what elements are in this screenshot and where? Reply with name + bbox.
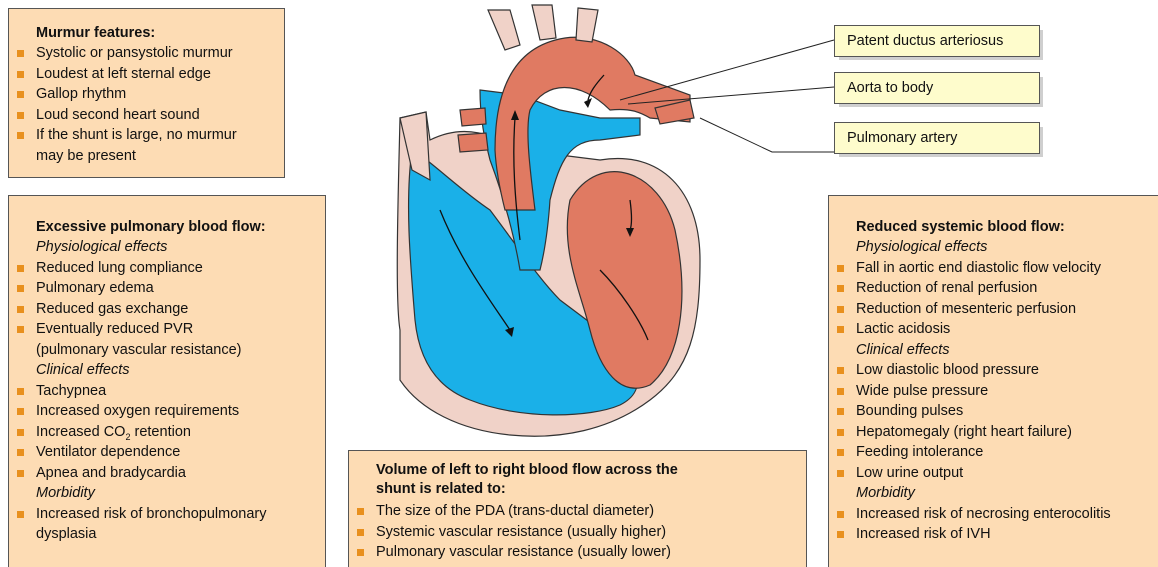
list-item: Feeding intolerance xyxy=(829,442,1158,463)
label-patent-ductus-arteriosus: Patent ductus arteriosus xyxy=(834,25,1040,57)
systemic-physio-label: Physiological effects xyxy=(829,237,1158,258)
list-item-line: (pulmonary vascular resistance) xyxy=(36,340,325,361)
list-item: Bounding pulses xyxy=(829,401,1158,422)
list-item: Tachypnea xyxy=(9,381,325,402)
pulmonary-physio-list: Reduced lung compliance Pulmonary edema … xyxy=(9,258,325,361)
list-item: Loud second heart sound xyxy=(9,105,284,126)
pulmonary-clinical-label: Clinical effects xyxy=(9,360,325,381)
list-item: Eventually reduced PVR (pulmonary vascula… xyxy=(9,319,325,360)
list-item: Increased risk of bronchopulmonary dyspla… xyxy=(9,504,325,545)
list-item: Ventilator dependence xyxy=(9,442,325,463)
systemic-physio-list: Fall in aortic end diastolic flow veloci… xyxy=(829,258,1158,340)
heart-diagram xyxy=(370,0,840,440)
shunt-volume-list: The size of the PDA (trans-ductal diamet… xyxy=(349,501,806,563)
pulmonary-morbidity-label: Morbidity xyxy=(9,483,325,504)
list-item: Pulmonary edema xyxy=(9,278,325,299)
list-item-line: If the shunt is large, no murmur xyxy=(36,127,237,143)
list-item-line: Eventually reduced PVR xyxy=(36,321,193,337)
systemic-flow-title: Reduced systemic blood flow: xyxy=(829,218,1158,237)
list-item: Increased CO2 retention xyxy=(9,422,325,443)
pulmonary-flow-box: Excessive pulmonary blood flow: Physiolo… xyxy=(8,195,326,567)
list-item: Increased oxygen requirements xyxy=(9,401,325,422)
list-item: Reduction of mesenteric perfusion xyxy=(829,299,1158,320)
list-item: Increased risk of necrosing enterocoliti… xyxy=(829,504,1158,525)
murmur-features-box: Murmur features: Systolic or pansystolic… xyxy=(8,8,285,178)
systemic-morbidity-list: Increased risk of necrosing enterocoliti… xyxy=(829,504,1158,545)
pulmonary-clinical-list: Tachypnea Increased oxygen requirements … xyxy=(9,381,325,484)
systemic-clinical-list: Low diastolic blood pressure Wide pulse … xyxy=(829,360,1158,483)
list-item: Pulmonary vascular resistance (usually l… xyxy=(349,542,806,563)
list-item: Gallop rhythm xyxy=(9,84,284,105)
list-item: Reduced gas exchange xyxy=(9,299,325,320)
murmur-features-list: Systolic or pansystolic murmur Loudest a… xyxy=(9,43,284,166)
list-item: Systemic vascular resistance (usually hi… xyxy=(349,522,806,543)
list-item: Wide pulse pressure xyxy=(829,381,1158,402)
label-aorta-to-body: Aorta to body xyxy=(834,72,1040,104)
list-item-line: dysplasia xyxy=(36,524,325,545)
list-item: If the shunt is large, no murmur may be p… xyxy=(9,125,284,166)
list-item: Reduction of renal perfusion xyxy=(829,278,1158,299)
list-item: Fall in aortic end diastolic flow veloci… xyxy=(829,258,1158,279)
list-item: Reduced lung compliance xyxy=(9,258,325,279)
shunt-volume-box: Volume of left to right blood flow acros… xyxy=(348,450,807,567)
shunt-volume-title-line2: shunt is related to: xyxy=(349,480,806,499)
list-item: Low urine output xyxy=(829,463,1158,484)
list-item: Hepatomegaly (right heart failure) xyxy=(829,422,1158,443)
list-item-line: may be present xyxy=(36,146,284,167)
co2-subscript: 2 xyxy=(125,431,130,441)
label-pulmonary-artery: Pulmonary artery xyxy=(834,122,1040,154)
list-item: Low diastolic blood pressure xyxy=(829,360,1158,381)
pulmonary-flow-title: Excessive pulmonary blood flow: xyxy=(9,218,325,237)
list-item: Loudest at left sternal edge xyxy=(9,64,284,85)
shunt-volume-title-line1: Volume of left to right blood flow acros… xyxy=(349,461,806,480)
list-item: Increased risk of IVH xyxy=(829,524,1158,545)
list-item: Systolic or pansystolic murmur xyxy=(9,43,284,64)
murmur-features-title: Murmur features: xyxy=(9,24,284,43)
pulmonary-morbidity-list: Increased risk of bronchopulmonary dyspla… xyxy=(9,504,325,545)
list-item: Apnea and bradycardia xyxy=(9,463,325,484)
list-item: Lactic acidosis xyxy=(829,319,1158,340)
systemic-morbidity-label: Morbidity xyxy=(829,483,1158,504)
list-item: The size of the PDA (trans-ductal diamet… xyxy=(349,501,806,522)
pulmonary-physio-label: Physiological effects xyxy=(9,237,325,258)
systemic-flow-box: Reduced systemic blood flow: Physiologic… xyxy=(828,195,1158,567)
systemic-clinical-label: Clinical effects xyxy=(829,340,1158,361)
co2-text: Increased CO xyxy=(36,424,125,440)
list-item-line: Increased risk of bronchopulmonary xyxy=(36,506,267,522)
co2-retention-text: retention xyxy=(135,424,191,440)
